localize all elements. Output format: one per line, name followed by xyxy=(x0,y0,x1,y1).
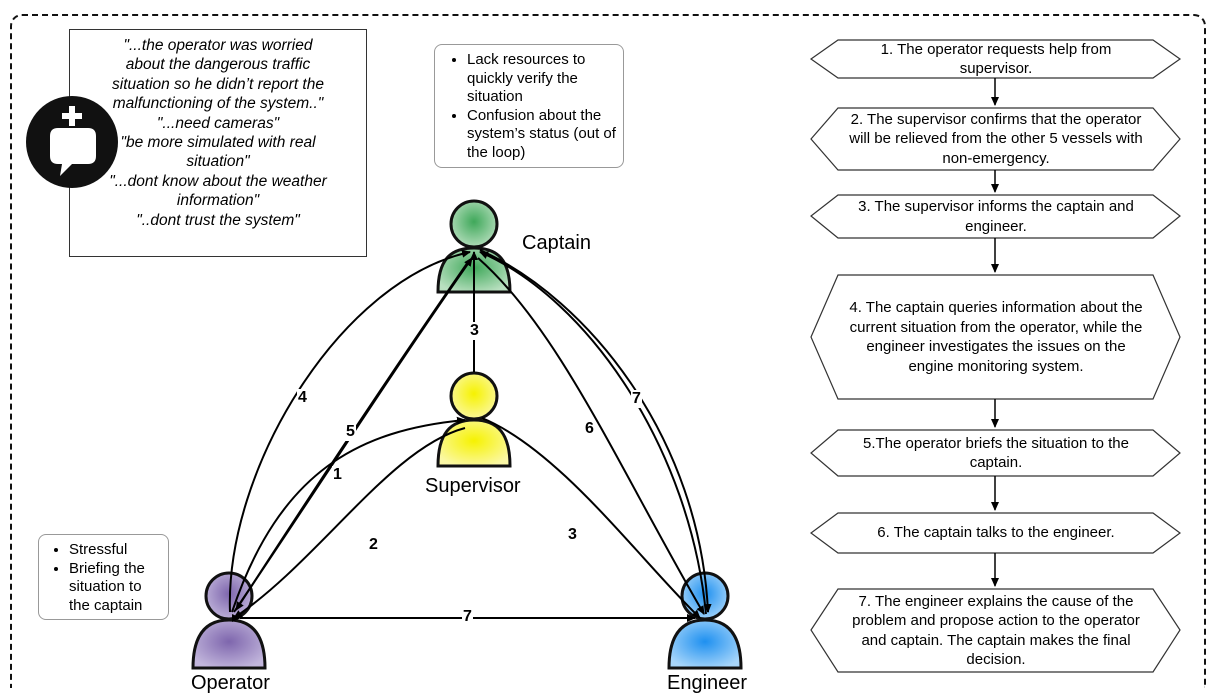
quote-line: situation" xyxy=(186,153,250,171)
edge-7 xyxy=(479,251,707,615)
edge-3b xyxy=(481,417,701,619)
edge-label-7a: 7 xyxy=(631,390,642,408)
step-6-shape xyxy=(809,512,1182,554)
step-2-text: 2. The supervisor confirms that the oper… xyxy=(849,110,1143,167)
quote-line: "..dont trust the system" xyxy=(136,211,300,229)
step-5-text: 5.The operator briefs the situation to t… xyxy=(863,434,1129,472)
supervisor-label: Supervisor xyxy=(425,475,521,497)
step-3-shape xyxy=(810,194,1181,239)
supervisor-icon xyxy=(436,371,512,468)
edge-2 xyxy=(233,427,466,619)
quote-line: information" xyxy=(176,192,260,210)
engineer-icon xyxy=(667,571,743,670)
outer-frame xyxy=(10,14,1206,688)
operator-icon xyxy=(191,571,267,670)
edge-label-3a: 3 xyxy=(469,322,480,340)
captain-issues-note: Lack resources to quickly verify the sit… xyxy=(434,44,624,168)
quote-line: about the dangerous traffic xyxy=(125,56,311,74)
note-item: Lack resources to quickly verify the sit… xyxy=(467,51,617,107)
edge-6 xyxy=(477,257,705,615)
step-7-text: 7. The engineer explains the cause of th… xyxy=(852,592,1140,669)
step-3-text: 3. The supervisor informs the captain an… xyxy=(858,198,1134,235)
edge-label-5: 5 xyxy=(345,423,356,441)
edge-label-2: 2 xyxy=(368,536,379,554)
edge-label-3b: 3 xyxy=(567,526,578,544)
step-4-text: 4. The captain queries information about… xyxy=(849,299,1143,375)
note-item: Confusion about the system’s status (out… xyxy=(467,107,617,163)
edge-label-4: 4 xyxy=(297,389,308,407)
step-6-text: 6. The captain talks to the engineer. xyxy=(877,524,1115,542)
quote-line: "...need cameras" xyxy=(156,114,280,132)
step-5-shape xyxy=(810,429,1181,477)
step-1-text: 1. The operator requests help from super… xyxy=(880,40,1112,78)
step-4-shape xyxy=(810,274,1181,400)
captain-label: Captain xyxy=(522,232,591,254)
edge-5-back xyxy=(235,261,469,611)
operator-issues-note: Stressful Briefing the situation to the … xyxy=(38,534,169,620)
edge-1 xyxy=(231,416,466,613)
feedback-bubble-icon xyxy=(26,96,118,188)
note-item: Briefing the situation to the captain xyxy=(69,560,164,616)
engineer-label: Engineer xyxy=(667,672,748,694)
feedback-quotes: "...the operator was worried about the d… xyxy=(69,29,367,257)
step-7-shape xyxy=(810,588,1181,673)
quote-line: "...dont know about the weather xyxy=(109,172,327,190)
edge-7-back xyxy=(479,249,712,613)
operator-label: Operator xyxy=(191,672,270,694)
note-item: Stressful xyxy=(69,541,164,560)
quote-line: "...the operator was worried xyxy=(123,37,313,54)
step-2-shape xyxy=(810,107,1181,171)
edge-label-6: 6 xyxy=(584,420,595,438)
edge-label-7b: 7 xyxy=(462,608,473,626)
quote-line: situation so he didn’t report the xyxy=(112,75,324,93)
quote-line: "be more simulated with real xyxy=(120,134,316,152)
step-1-shape xyxy=(809,39,1182,79)
edge-label-1: 1 xyxy=(332,466,343,484)
quote-line: malfunctioning of the system.." xyxy=(112,95,324,113)
